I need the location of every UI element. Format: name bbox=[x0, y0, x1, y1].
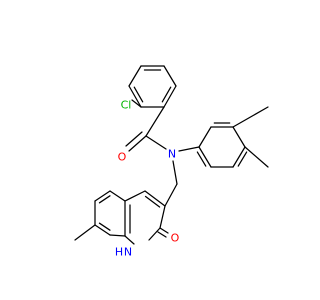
bond bbox=[198, 146, 212, 168]
bond-c2-n1 bbox=[148, 227, 161, 241]
bond-inner bbox=[161, 86, 172, 103]
atom-label-n-amide: N bbox=[168, 148, 176, 161]
bond bbox=[128, 65, 142, 87]
bond-methyl bbox=[232, 106, 269, 128]
bond bbox=[145, 106, 165, 137]
bond-c8-c8a bbox=[109, 234, 126, 237]
bond-c-n bbox=[145, 135, 167, 150]
bond-inner bbox=[98, 195, 111, 204]
bond-inner bbox=[237, 151, 248, 167]
bond-inner bbox=[196, 151, 207, 167]
bond-inner bbox=[133, 86, 144, 103]
bond-cl bbox=[131, 99, 142, 108]
bond bbox=[94, 224, 111, 236]
bond-n1-c8a bbox=[124, 235, 135, 245]
atom-label-nh: N bbox=[124, 246, 132, 259]
bond-methyl bbox=[244, 146, 269, 168]
atom-label-o-amide: O bbox=[118, 151, 127, 164]
bond-co-2 bbox=[125, 131, 143, 147]
bond bbox=[163, 85, 177, 108]
bond bbox=[124, 190, 146, 202]
bond-inner bbox=[98, 222, 111, 231]
atom-labels: Cl O N O N H bbox=[115, 99, 180, 259]
bond bbox=[232, 126, 246, 148]
bond-n-aryl bbox=[178, 146, 200, 152]
bond bbox=[163, 65, 177, 87]
atom-label-o-lactam: O bbox=[171, 232, 180, 245]
bonds bbox=[74, 65, 269, 245]
bond bbox=[164, 183, 178, 207]
bond bbox=[128, 85, 142, 108]
bond bbox=[144, 190, 166, 207]
molecule-diagram: Cl O N O N H bbox=[74, 65, 269, 259]
bond-methyl bbox=[74, 224, 96, 241]
bond-c2-o-2 bbox=[157, 231, 167, 238]
bond bbox=[109, 190, 126, 202]
bond bbox=[94, 190, 111, 202]
bond bbox=[159, 205, 166, 229]
bond-co-1 bbox=[128, 135, 147, 152]
bond bbox=[198, 126, 212, 148]
bond-c2-o bbox=[159, 227, 169, 234]
bond-n-ch2 bbox=[172, 160, 178, 185]
bond-inner bbox=[144, 195, 161, 208]
atom-label-cl: Cl bbox=[121, 99, 132, 112]
atom-label-h: H bbox=[115, 246, 123, 259]
bond bbox=[232, 146, 246, 168]
